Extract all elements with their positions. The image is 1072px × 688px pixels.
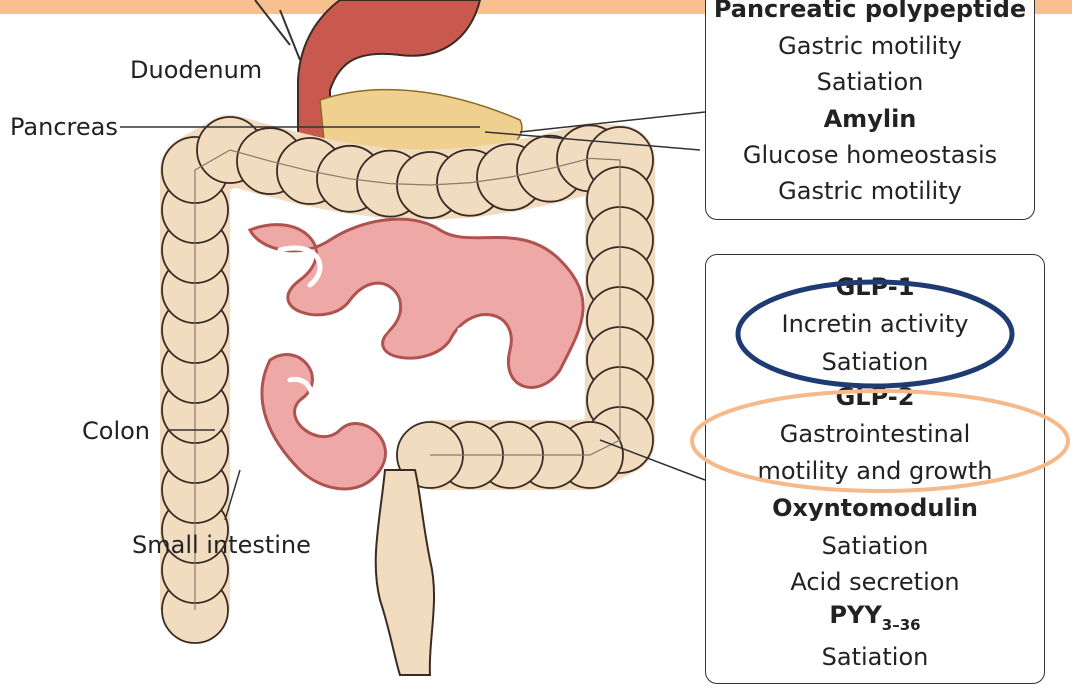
intestinal-hormones-box: GLP-1 Incretin activity Satiation GLP-2 … xyxy=(705,254,1045,684)
pancreatic-hormones-box: Pancreatic polypeptide Gastric motility … xyxy=(705,0,1035,220)
pp-item-1: Gastric motility xyxy=(706,34,1034,58)
glp2-item-2: motility and growth xyxy=(706,459,1044,483)
small-intestine-label: Small intestine xyxy=(132,533,311,557)
oxyntomodulin-item-1: Satiation xyxy=(706,534,1044,558)
glp1-item-1: Incretin activity xyxy=(706,312,1044,336)
oxyntomodulin-heading: Oxyntomodulin xyxy=(706,496,1044,520)
amylin-heading: Amylin xyxy=(706,107,1034,131)
glp2-heading: GLP-2 xyxy=(706,385,1044,409)
duodenum-label: Duodenum xyxy=(130,58,262,82)
pp-item-2: Satiation xyxy=(706,70,1034,94)
amylin-item-2: Gastric motility xyxy=(706,179,1034,203)
glp2-item-1: Gastrointestinal xyxy=(706,422,1044,446)
glp1-item-2: Satiation xyxy=(706,350,1044,374)
pyy-subscript: 3–36 xyxy=(882,616,921,634)
pancreatic-polypeptide-heading: Pancreatic polypeptide xyxy=(706,0,1034,21)
pyy-heading: PYY3–36 xyxy=(706,603,1044,627)
oxyntomodulin-item-2: Acid secretion xyxy=(706,570,1044,594)
pyy-heading-text: PYY xyxy=(829,601,881,629)
colon-label: Colon xyxy=(82,419,150,443)
amylin-item-1: Glucose homeostasis xyxy=(706,143,1034,167)
pyy-item-1: Satiation xyxy=(706,645,1044,669)
glp1-heading: GLP-1 xyxy=(706,275,1044,299)
rectum-illustration xyxy=(376,470,434,675)
pancreas-label: Pancreas xyxy=(10,115,118,139)
